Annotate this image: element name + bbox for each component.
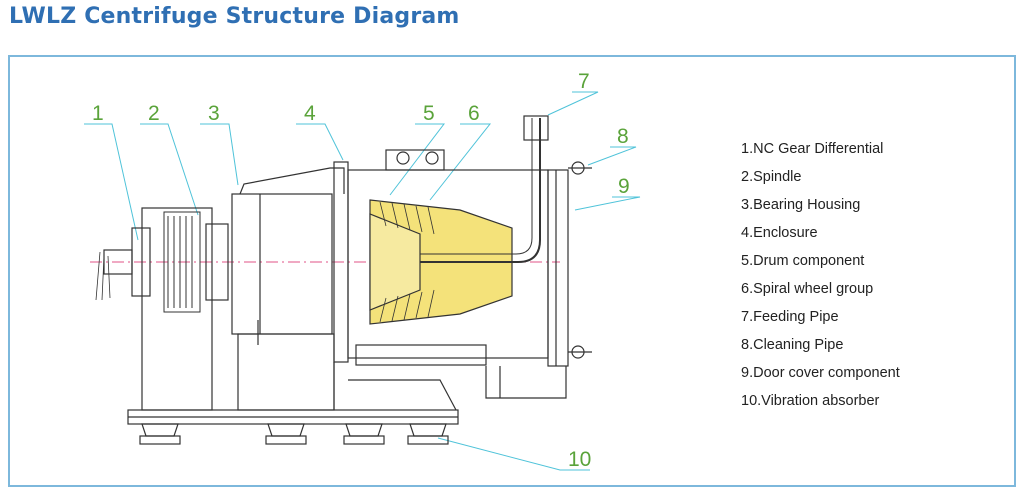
vibration-absorbers — [139, 423, 449, 445]
leader-line-1 — [84, 123, 139, 241]
leader-line-5 — [389, 123, 446, 196]
callout-5: 5 — [423, 102, 435, 125]
spiral-blades — [379, 201, 435, 323]
legend-item-1: 1.NC Gear Differential — [741, 141, 884, 157]
legend-item-10: 10.Vibration absorber — [741, 393, 880, 409]
callout-3: 3 — [208, 102, 220, 125]
leader-lines — [84, 91, 641, 471]
leader-line-8 — [587, 146, 637, 166]
leader-line-3 — [200, 123, 239, 186]
callout-2: 2 — [148, 102, 160, 125]
base-ramp — [333, 362, 457, 411]
leader-line-2 — [140, 123, 199, 216]
legend-item-2: 2.Spindle — [741, 169, 802, 185]
feed-pipe-flange — [523, 115, 549, 141]
top-hatch — [385, 149, 445, 171]
pulley-grooves — [163, 211, 201, 313]
parts-legend: 1.NC Gear Differential 2.Spindle 3.Beari… — [741, 139, 900, 419]
spiral-wheel — [369, 213, 421, 311]
legend-item-8: 8.Cleaning Pipe — [741, 337, 844, 353]
callout-7: 7 — [578, 70, 590, 93]
drum-lower-box — [355, 344, 487, 366]
machine-linework — [90, 115, 592, 445]
drum-support-frame — [485, 366, 567, 399]
legend-item-4: 4.Enclosure — [741, 225, 818, 241]
legend-item-6: 6.Spiral wheel group — [741, 281, 874, 297]
legend-item-3: 3.Bearing Housing — [741, 197, 861, 213]
left-pedestal — [141, 207, 213, 411]
callout-4: 4 — [304, 102, 316, 125]
legend-item-5: 5.Drum component — [741, 253, 865, 269]
legend-item-9: 9.Door cover component — [741, 365, 900, 381]
legend-item-7: 7.Feeding Pipe — [741, 309, 839, 325]
callout-1: 1 — [92, 102, 104, 125]
callout-9: 9 — [618, 175, 630, 198]
feeding-pipe-inner — [420, 118, 533, 255]
spindle-hub — [205, 223, 229, 301]
feeding-pipe — [420, 118, 541, 263]
leader-line-6 — [429, 123, 492, 201]
callout-10: 10 — [568, 448, 591, 471]
callout-8: 8 — [617, 125, 629, 148]
callout-6: 6 — [468, 102, 480, 125]
door-cover — [547, 169, 569, 367]
page-title: LWLZ Centrifuge Structure Diagram — [9, 4, 460, 29]
bearing-housing — [231, 193, 333, 335]
callout-numbers: 1 2 3 4 5 6 7 8 9 10 — [92, 70, 630, 471]
leader-line-9 — [574, 196, 641, 211]
leader-line-4 — [296, 123, 344, 161]
diagram-frame — [8, 55, 1016, 487]
leader-line-10 — [437, 437, 590, 471]
housing-pedestal — [237, 333, 335, 411]
leader-line-7 — [547, 91, 599, 116]
housing-cover — [239, 167, 345, 195]
